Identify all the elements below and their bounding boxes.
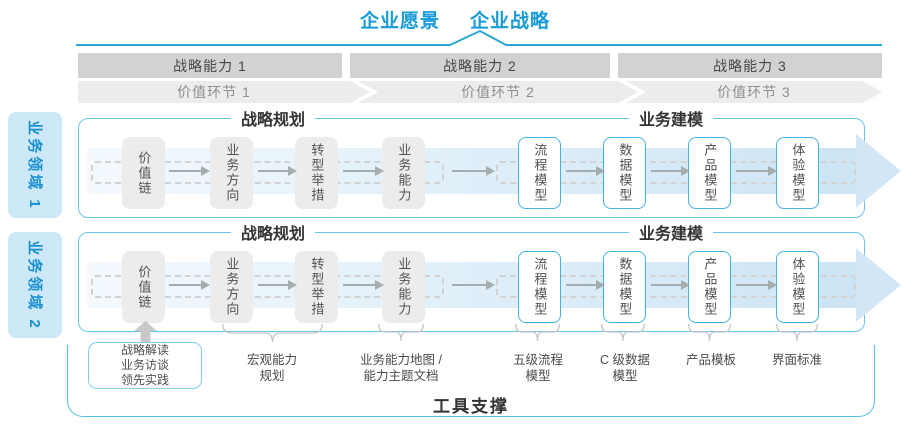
annotation-capability-map: 业务能力地图 / 能力主题文档 (360, 353, 442, 383)
brace-connector (222, 323, 323, 343)
box-experience-model: 体验模型 (776, 251, 819, 323)
annotation-strategy-inputs: 战略解读 业务访谈 领先实践 (88, 342, 202, 389)
right-arrow-icon (566, 166, 605, 176)
box-experience-model-label: 体验模型 (790, 257, 806, 317)
annotation-product-template: 产品模板 (685, 353, 737, 367)
brace-connector (601, 323, 645, 342)
value-band-segment-2: 价值环节 2 (358, 81, 638, 103)
box-data-model: 数据模型 (603, 137, 646, 209)
box-business-capability-label: 业务能力 (396, 257, 412, 317)
modeling-header: 业务建模 (628, 105, 714, 130)
box-business-capability: 业务能力 (382, 251, 425, 323)
dashed-group-modeling (496, 161, 856, 184)
annotation-data-model: C 级数据 模型 (599, 353, 651, 383)
right-arrow-icon (566, 280, 605, 290)
box-value-chain: 价值链 (122, 251, 165, 323)
domain-label-2: 业务领域 2 (8, 232, 62, 338)
modeling-header: 业务建模 (628, 219, 714, 244)
annotation-macro-capability-planning: 宏观能力 规划 (246, 353, 298, 383)
dashed-group-planning (91, 275, 444, 298)
brace-connector (776, 323, 818, 342)
box-value-chain-label: 价值链 (136, 150, 152, 196)
value-band-segment-1: 价值环节 1 (78, 81, 370, 103)
right-arrow-icon (452, 166, 495, 176)
planning-header: 战略规划 (230, 105, 316, 130)
domain-label-1: 业务领域 1 (8, 112, 62, 218)
box-business-capability-label: 业务能力 (396, 143, 412, 203)
annotation-ui-standard: 界面标准 (771, 353, 823, 367)
caret-divider-line (76, 30, 882, 46)
box-data-model-label: 数据模型 (617, 143, 633, 203)
tool-support-label: 工具支撑 (433, 397, 509, 416)
dashed-group-modeling (496, 275, 856, 298)
box-process-model-label: 流程模型 (532, 143, 548, 203)
box-process-model: 流程模型 (518, 137, 561, 209)
up-arrow-icon (134, 321, 157, 342)
box-business-direction: 业务方向 (210, 137, 253, 209)
domain-label-2-text: 业务领域 2 (25, 239, 43, 331)
box-transformation-moves-label: 转型举措 (309, 143, 325, 203)
capability-band-segment-3: 战略能力 3 (618, 53, 882, 78)
right-arrow-icon (452, 280, 495, 290)
box-business-direction-label: 业务方向 (224, 257, 240, 317)
flow-arrow-head (856, 248, 901, 322)
right-arrow-icon (651, 166, 690, 176)
domain-label-1-text: 业务领域 1 (25, 119, 43, 211)
page-title: 企业愿景 企业战略 (0, 6, 910, 33)
box-value-chain-label: 价值链 (136, 264, 152, 310)
box-value-chain: 价值链 (122, 137, 165, 209)
tool-support-container (67, 345, 875, 417)
planning-header: 战略规划 (230, 219, 316, 244)
box-product-model-label: 产品模型 (702, 257, 718, 317)
box-transformation-moves-label: 转型举措 (309, 257, 325, 317)
right-arrow-icon (343, 166, 384, 176)
box-product-model: 产品模型 (688, 251, 731, 323)
right-arrow-icon (651, 280, 690, 290)
right-arrow-icon (736, 280, 777, 290)
box-product-model-label: 产品模型 (702, 143, 718, 203)
strategy-title: 企业战略 (470, 11, 551, 32)
box-transformation-moves: 转型举措 (295, 251, 338, 323)
box-transformation-moves: 转型举措 (295, 137, 338, 209)
right-arrow-icon (169, 280, 210, 290)
box-process-model: 流程模型 (518, 251, 561, 323)
right-arrow-icon (169, 166, 210, 176)
value-band-segment-3: 价值环节 3 (626, 81, 882, 103)
annotation-process-model: 五级流程 模型 (512, 353, 564, 383)
right-arrow-icon (258, 166, 297, 176)
brace-connector (378, 323, 424, 342)
dashed-group-planning (91, 161, 444, 184)
capability-band-segment-1: 战略能力 1 (78, 53, 342, 78)
right-arrow-icon (736, 166, 777, 176)
box-business-direction-label: 业务方向 (224, 143, 240, 203)
right-arrow-icon (258, 280, 297, 290)
box-experience-model: 体验模型 (776, 137, 819, 209)
box-experience-model-label: 体验模型 (790, 143, 806, 203)
right-arrow-icon (343, 280, 384, 290)
box-business-capability: 业务能力 (382, 137, 425, 209)
brace-connector (515, 323, 560, 342)
box-product-model: 产品模型 (688, 137, 731, 209)
vision-title: 企业愿景 (359, 11, 440, 32)
box-process-model-label: 流程模型 (532, 257, 548, 317)
box-business-direction: 业务方向 (210, 251, 253, 323)
flow-arrow-head (856, 134, 901, 208)
swimlane-row-1: 战略规划 业务建模 价值链 业务方向 转型举措 业务能力 流程模型 数据模型 产… (78, 105, 901, 218)
capability-band-segment-2: 战略能力 2 (350, 53, 610, 78)
box-data-model-label: 数据模型 (617, 257, 633, 317)
box-data-model: 数据模型 (603, 251, 646, 323)
brace-connector (688, 323, 731, 342)
swimlane-row-2: 战略规划 业务建模 价值链 业务方向 转型举措 业务能力 流程模型 数据模型 产… (78, 219, 901, 332)
